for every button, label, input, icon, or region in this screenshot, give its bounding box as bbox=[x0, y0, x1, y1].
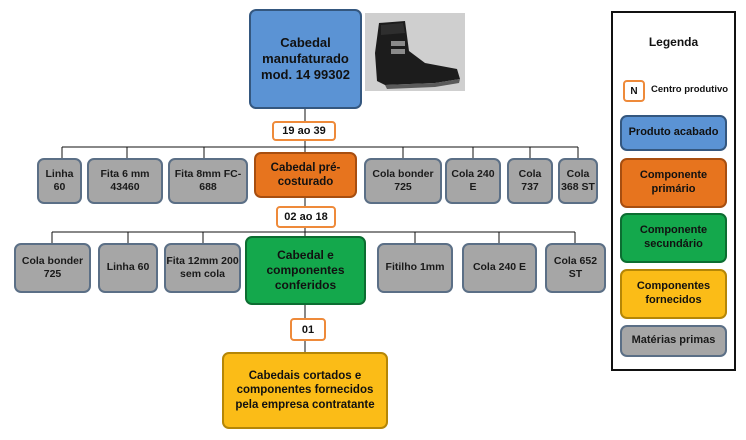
material-cola-240e: Cola 240 E bbox=[445, 158, 501, 204]
legend-production-center-symbol: N bbox=[623, 80, 645, 102]
supplied-components-box: Cabedais cortados e componentes fornecid… bbox=[222, 352, 388, 429]
material-cola-652-st: Cola 652 ST bbox=[545, 243, 606, 293]
legend-title: Legenda bbox=[648, 35, 699, 49]
boot-photo bbox=[365, 13, 465, 91]
material-label: Linha 60 bbox=[45, 167, 74, 193]
material-label: Cola 737 bbox=[518, 167, 542, 193]
material-label: Cola bonder 725 bbox=[372, 167, 434, 193]
supplied-label: Cabedais cortados e componentes fornecid… bbox=[235, 369, 375, 411]
legend-n-label: N bbox=[630, 85, 638, 97]
legend-item-finished-product: Produto acabado bbox=[620, 115, 727, 151]
legend-item-label: Componente primário bbox=[639, 169, 708, 195]
material-label: Fita 6 mm 43460 bbox=[100, 167, 150, 193]
primary-component-precosturado: Cabedal pré-costurado bbox=[254, 152, 357, 198]
legend-item-primary-component: Componente primário bbox=[620, 158, 727, 208]
material-fita-6mm: Fita 6 mm 43460 bbox=[87, 158, 163, 204]
legend-item-label: Produto acabado bbox=[628, 126, 719, 139]
material-cola-240e: Cola 240 E bbox=[462, 243, 537, 293]
legend-item-secondary-component: Componente secundário bbox=[620, 213, 727, 263]
component-label: Cabedal pré-costurado bbox=[270, 161, 341, 188]
material-label: Fita 8mm FC-688 bbox=[174, 167, 242, 193]
legend-item-supplied-components: Componentes fornecidos bbox=[620, 269, 727, 319]
badge-label: 01 bbox=[301, 323, 315, 336]
material-label: Linha 60 bbox=[106, 261, 150, 274]
material-label: Cola 240 E bbox=[451, 167, 495, 193]
production-center-badge: 02 ao 18 bbox=[276, 206, 336, 228]
legend-item-label: Componente secundário bbox=[639, 224, 708, 250]
material-fitilho-1mm: Fitilho 1mm bbox=[377, 243, 453, 293]
material-cola-bonder-725: Cola bonder 725 bbox=[364, 158, 442, 204]
material-fita-8mm: Fita 8mm FC-688 bbox=[168, 158, 248, 204]
material-label: Cola 368 ST bbox=[561, 167, 595, 193]
component-label: Cabedal e componentes conferidos bbox=[266, 248, 345, 292]
legend-item-raw-materials: Matérias primas bbox=[620, 325, 727, 357]
material-linha-60: Linha 60 bbox=[37, 158, 82, 204]
legend-production-center-label: Centro produtivo bbox=[651, 84, 729, 95]
material-label: Cola bonder 725 bbox=[21, 254, 84, 280]
material-linha-60: Linha 60 bbox=[98, 243, 158, 293]
material-fita-12mm: Fita 12mm 200 sem cola bbox=[164, 243, 241, 293]
badge-label: 19 ao 39 bbox=[282, 125, 326, 137]
material-label: Cola 652 ST bbox=[553, 254, 598, 280]
legend-panel: Legenda N Centro produtivo Produto acaba… bbox=[611, 11, 736, 371]
material-label: Fita 12mm 200 sem cola bbox=[166, 254, 239, 280]
secondary-component-conferidos: Cabedal e componentes conferidos bbox=[245, 236, 366, 305]
material-label: Cola 240 E bbox=[472, 261, 527, 274]
material-cola-737: Cola 737 bbox=[507, 158, 553, 204]
badge-label: 02 ao 18 bbox=[284, 211, 328, 223]
material-cola-368-st: Cola 368 ST bbox=[558, 158, 598, 204]
material-label: Fitilho 1mm bbox=[385, 261, 445, 274]
top-product-box: Cabedal manufaturado mod. 14 99302 bbox=[249, 9, 362, 109]
production-center-badge: 01 bbox=[290, 318, 326, 341]
material-cola-bonder-725: Cola bonder 725 bbox=[14, 243, 91, 293]
top-product-label: Cabedal manufaturado mod. 14 99302 bbox=[261, 34, 350, 83]
legend-item-label: Componentes fornecidos bbox=[636, 280, 711, 306]
legend-item-label: Matérias primas bbox=[631, 334, 716, 347]
production-center-badge: 19 ao 39 bbox=[272, 121, 336, 141]
